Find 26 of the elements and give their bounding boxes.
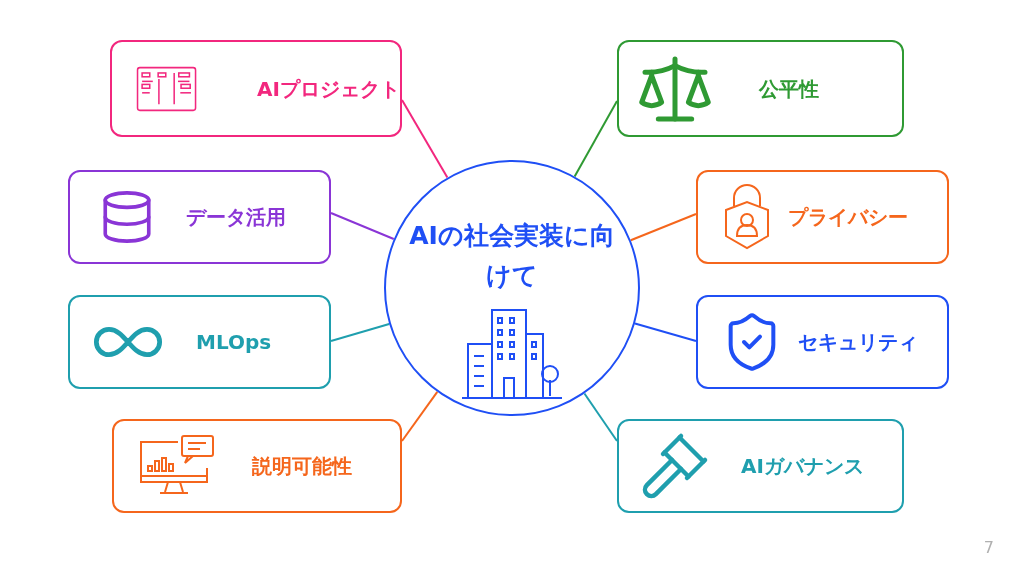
page-number: 7 [983, 537, 994, 559]
topic-label: 説明可能性 [252, 453, 352, 480]
topic-label: 公平性 [759, 75, 819, 103]
topic-card [696, 295, 949, 389]
topic-label: データ活用 [186, 204, 286, 231]
topic-label: プライバシー [788, 204, 908, 231]
connector-line [330, 212, 395, 240]
connector-line [330, 322, 391, 342]
topic-label: セキュリティ [798, 329, 918, 356]
topic-card [112, 419, 402, 513]
connector-line [634, 322, 697, 342]
topic-card [617, 419, 904, 513]
topic-card [696, 170, 949, 264]
connector-line [629, 213, 697, 242]
center-title: AIの社会実装に向けて [408, 220, 616, 292]
connector-line [401, 390, 439, 442]
connector-line [573, 100, 618, 178]
connector-line [401, 99, 449, 179]
topic-card [68, 295, 331, 389]
topic-card [68, 170, 331, 264]
topic-card [617, 40, 904, 137]
topic-card [110, 40, 402, 137]
topic-label: MLOps [196, 329, 272, 356]
topic-label: AIプロジェクト [257, 75, 400, 103]
connector-line [583, 392, 618, 442]
topic-label: AIガバナンス [741, 453, 864, 480]
